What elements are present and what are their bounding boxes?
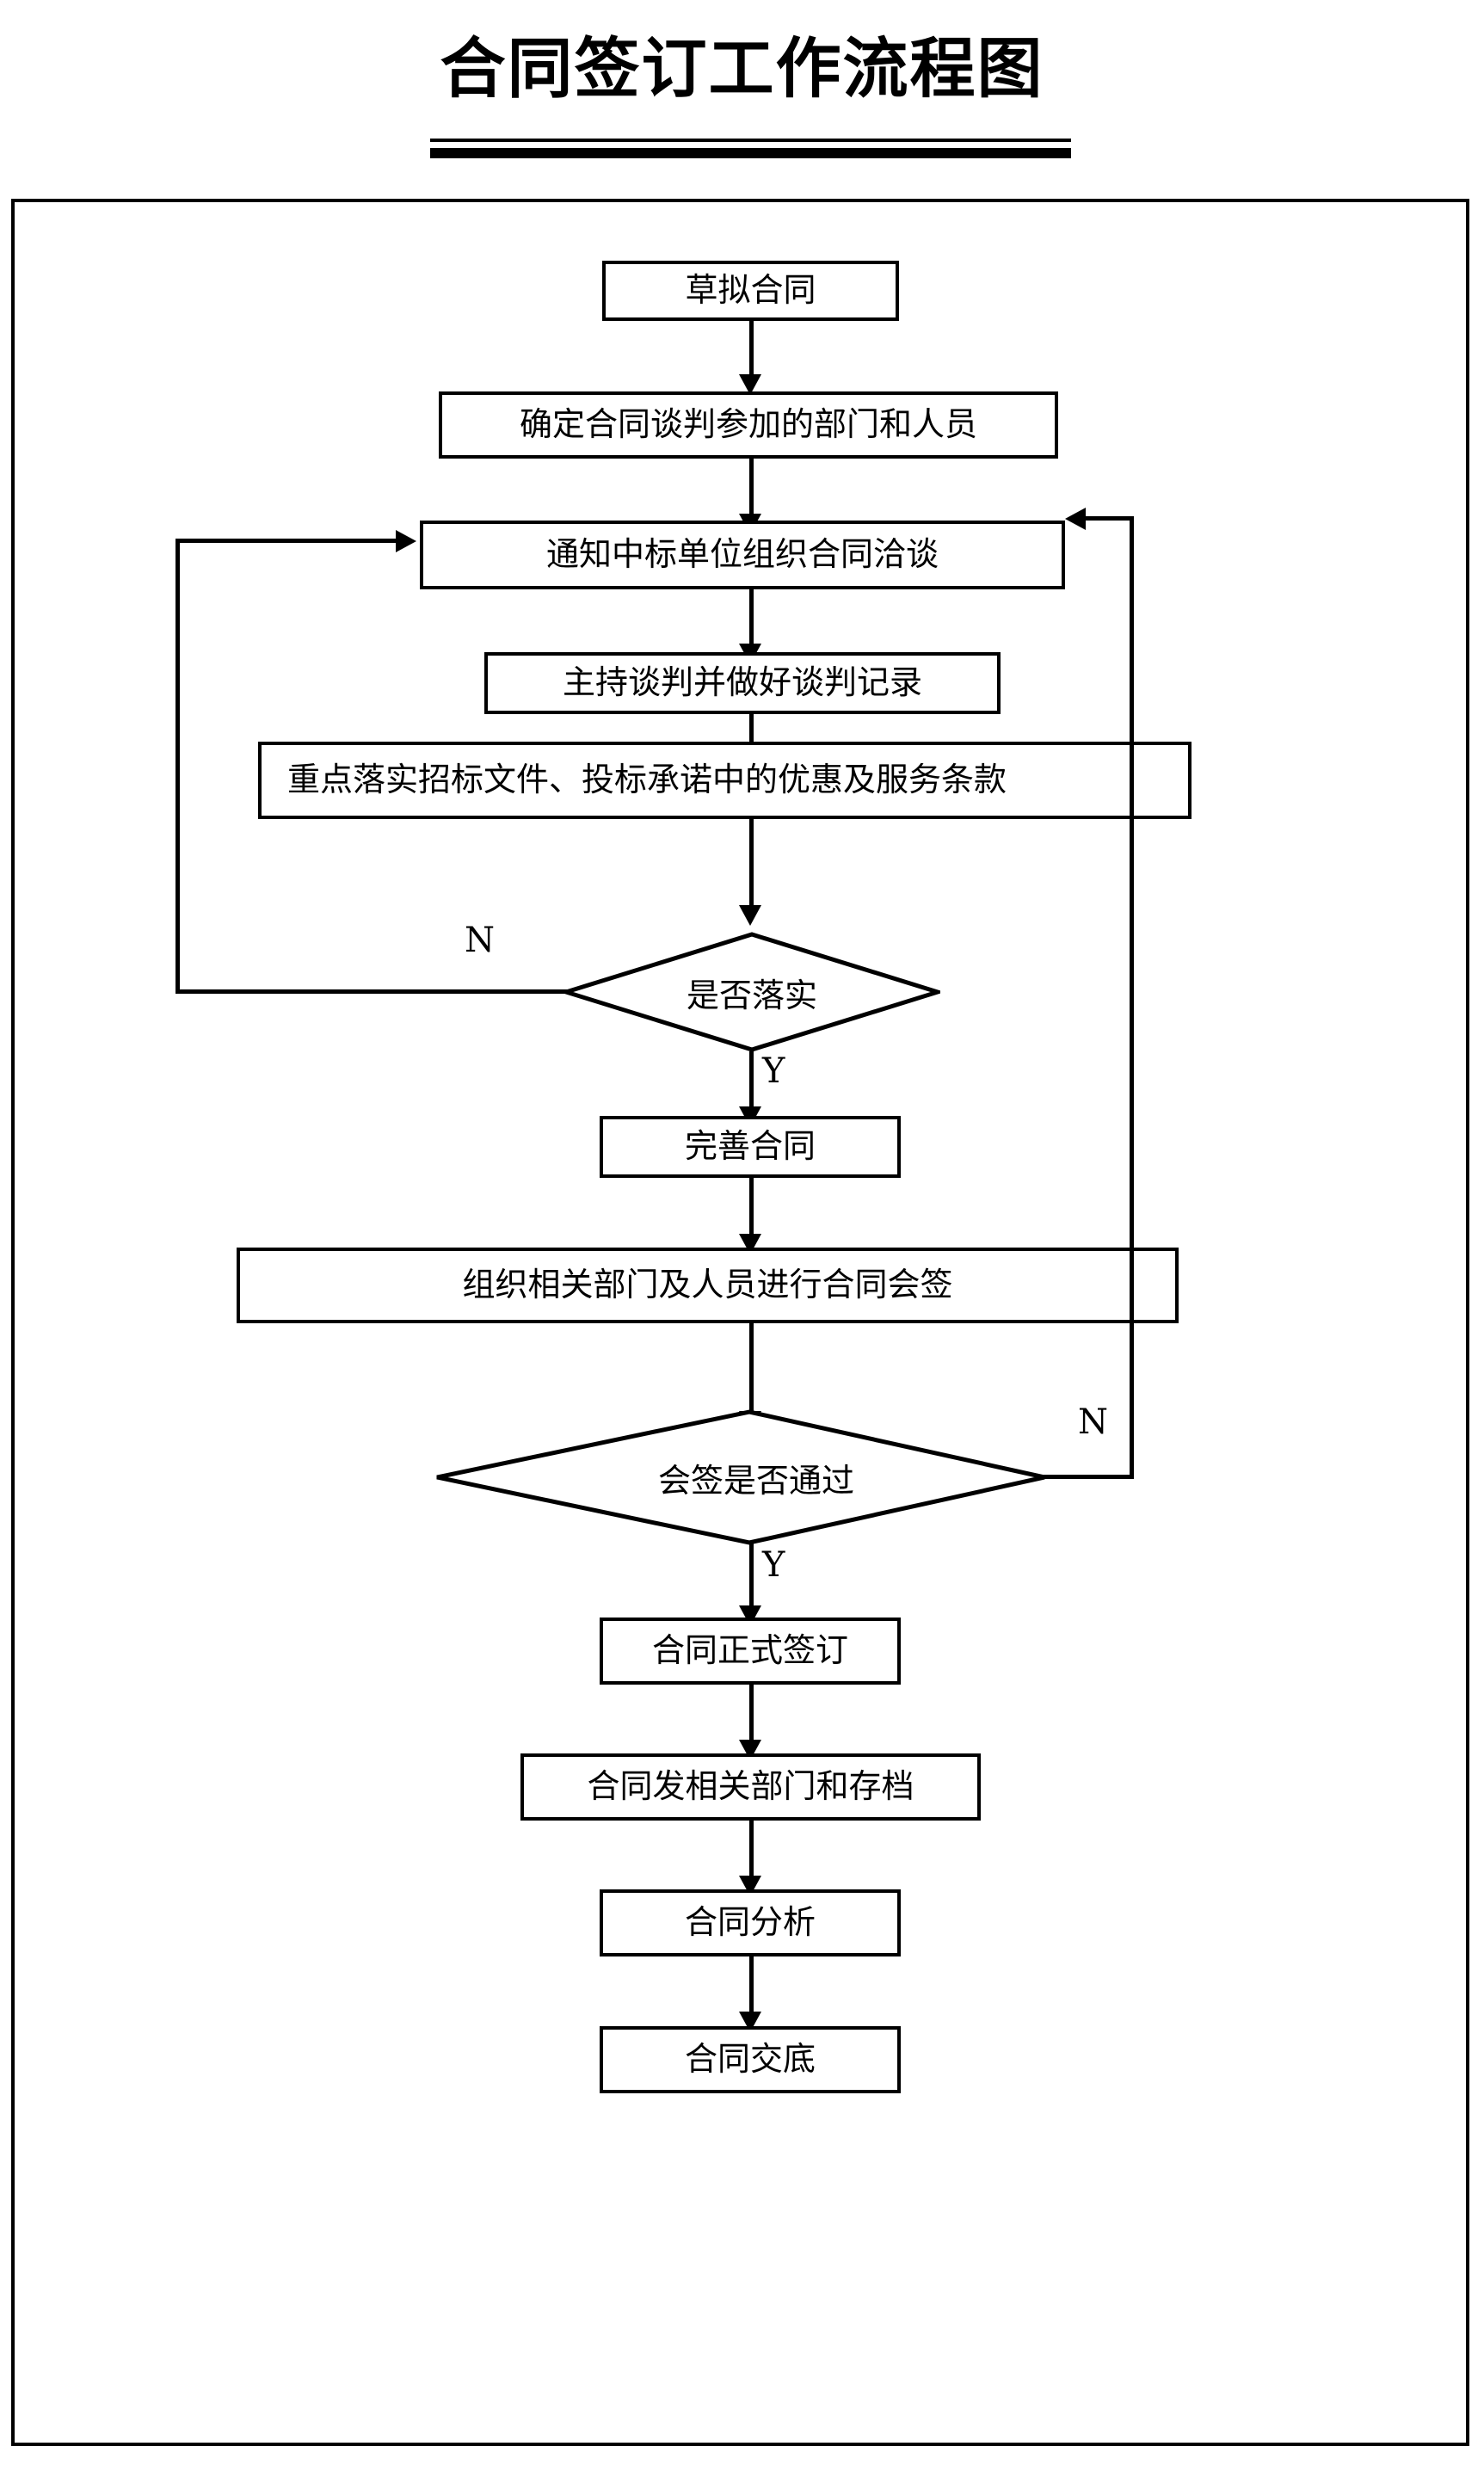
branch-label-d1-yes: Y	[762, 1051, 785, 1091]
edge-d2-no-vertical	[1130, 516, 1134, 1479]
flow-node-label: 是否落实	[686, 976, 817, 1014]
flow-node-label: 通知中标单位组织合同洽谈	[545, 535, 939, 574]
flow-node-label-wrap: 会签是否通过	[434, 1409, 1062, 1545]
edge-n3-n4	[749, 589, 754, 655]
branch-label-d2-no: N	[1078, 1402, 1108, 1442]
edge-d1-yes	[749, 1051, 754, 1117]
edge-d2-no-return-horizontal	[1086, 516, 1134, 521]
edge-d1-no-return-horizontal	[175, 539, 397, 543]
edge-arrow-d2-no	[1065, 508, 1086, 530]
flow-node-decision-implemented[interactable]: 是否落实	[563, 932, 940, 1052]
decision-diamond-shape	[436, 1409, 1045, 1545]
flow-node-label: 完善合同	[684, 1127, 816, 1166]
flow-node-label: 合同正式签订	[651, 1631, 848, 1670]
flow-node-label: 合同分析	[684, 1903, 816, 1942]
flow-node-notify-winning-bidder[interactable]: 通知中标单位组织合同洽谈	[420, 521, 1065, 589]
flow-node-distribute-archive[interactable]: 合同发相关部门和存档	[520, 1753, 981, 1821]
edge-d1-no-vertical	[175, 539, 180, 993]
edge-n2-n3	[749, 459, 754, 524]
flow-node-label: 会签是否通过	[657, 1461, 854, 1500]
page-title: 合同签订工作流程图	[440, 30, 1044, 107]
decision-diamond-shape	[563, 932, 940, 1052]
edge-n10-n11	[749, 1956, 754, 2024]
flow-node-host-negotiation[interactable]: 主持谈判并做好谈判记录	[484, 652, 1001, 714]
flow-node-implement-terms[interactable]: 重点落实招标文件、投标承诺中的优惠及服务条款	[258, 742, 1192, 819]
flow-node-contract-briefing[interactable]: 合同交底	[600, 2026, 901, 2093]
flow-node-label: 合同发相关部门和存档	[587, 1767, 914, 1806]
edge-d2-no-horizontal	[1037, 1475, 1134, 1479]
title-underline-thick	[430, 148, 1071, 158]
edge-d1-no-horizontal	[175, 989, 567, 994]
flow-node-determine-participants[interactable]: 确定合同谈判参加的部门和人员	[439, 391, 1058, 459]
flow-node-label: 草拟合同	[685, 271, 816, 310]
edge-arrow-d1-no	[396, 530, 416, 552]
flow-node-contract-analysis[interactable]: 合同分析	[600, 1889, 901, 1956]
edge-arrow-n5-d1	[739, 905, 761, 926]
flow-node-label: 重点落实招标文件、投标承诺中的优惠及服务条款	[287, 761, 1007, 799]
edge-n5-d1	[749, 819, 754, 914]
edge-n8-n9	[749, 1685, 754, 1752]
flow-node-refine-contract[interactable]: 完善合同	[600, 1116, 901, 1178]
branch-label-d1-no: N	[465, 921, 495, 960]
flow-node-organize-countersign[interactable]: 组织相关部门及人员进行合同会签	[237, 1248, 1179, 1323]
edge-n6-n7	[749, 1178, 754, 1245]
branch-label-d2-yes: Y	[762, 1545, 785, 1585]
flow-node-label: 确定合同谈判参加的部门和人员	[519, 405, 977, 444]
flow-node-label: 合同交底	[684, 2040, 816, 2079]
flow-node-label: 组织相关部门及人员进行合同会签	[462, 1266, 953, 1304]
flow-node-label-wrap: 是否落实	[563, 932, 940, 1052]
flow-node-decision-countersign-passed[interactable]: 会签是否通过	[434, 1409, 1047, 1545]
title-underline-thin	[430, 139, 1071, 142]
edge-d2-yes	[749, 1543, 754, 1617]
flow-node-formal-signing[interactable]: 合同正式签订	[600, 1618, 901, 1685]
edge-n1-n2	[749, 321, 754, 383]
edge-n9-n10	[749, 1821, 754, 1888]
flow-node-label: 主持谈判并做好谈判记录	[562, 663, 922, 702]
edge-n7-d2	[749, 1323, 754, 1420]
flow-node-draft-contract[interactable]: 草拟合同	[602, 261, 899, 321]
